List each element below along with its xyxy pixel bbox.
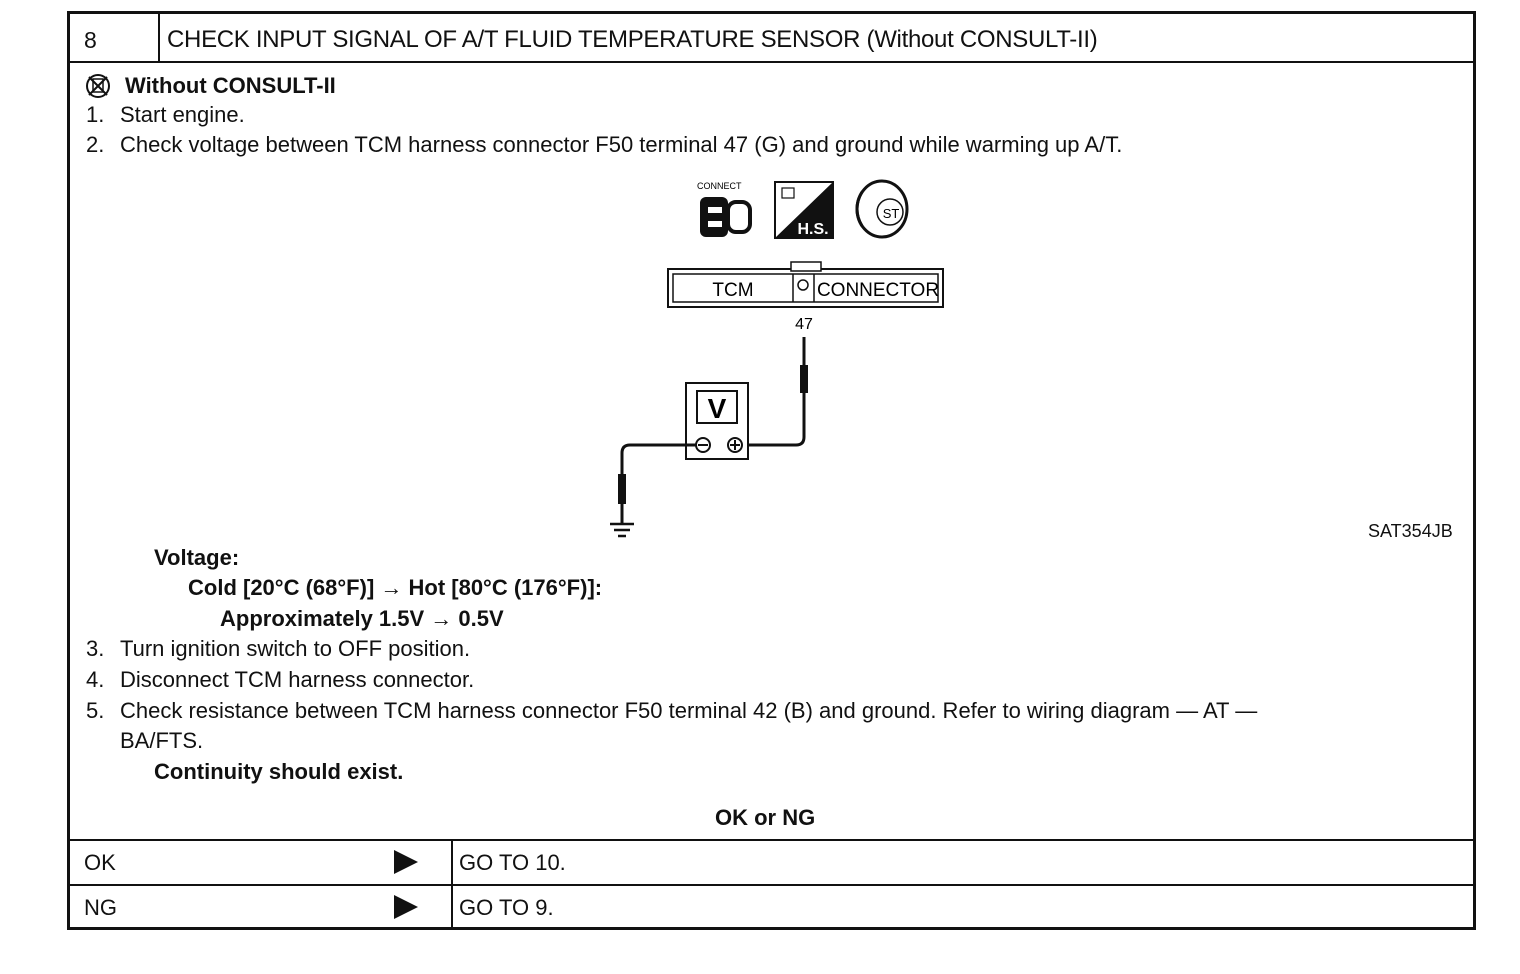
- step-1-text: Start engine.: [120, 102, 245, 127]
- header-divider: [158, 14, 160, 61]
- decision-action-ok: GO TO 10.: [459, 850, 566, 875]
- decision-arrow-ng: [394, 895, 418, 919]
- step-number: 8: [84, 27, 97, 53]
- ignition-key-label: ST: [883, 206, 900, 221]
- step-3-number: 3.: [86, 636, 105, 661]
- step-2-text: Check voltage between TCM harness connec…: [120, 132, 1123, 157]
- spec-condition: Cold [20°C (68°F)] → Hot [80°C (176°F)]:: [188, 575, 603, 600]
- terminal-label: 47: [795, 316, 813, 333]
- step-1-number: 1.: [86, 102, 105, 127]
- step-4-number: 4.: [86, 667, 105, 692]
- positive-probe: [748, 337, 808, 447]
- step-5-continuation: BA/FTS.: [120, 726, 203, 756]
- decision-rule-top: [70, 839, 1473, 841]
- step-4-text: Disconnect TCM harness connector.: [120, 667, 475, 692]
- decision-rule-mid: [70, 884, 1473, 886]
- hs-icon-label: H.S.: [797, 221, 828, 238]
- result-note: Continuity should exist.: [154, 759, 404, 784]
- tcm-connector: TCM CONNECTOR: [667, 261, 944, 308]
- step-2-number: 2.: [86, 132, 105, 157]
- connector-right-label: CONNECTOR: [817, 280, 939, 301]
- decision-action-ng: GO TO 9.: [459, 895, 554, 920]
- mode-label: Without CONSULT-II: [125, 73, 336, 98]
- step-5-cont-text: BA/FTS.: [120, 728, 204, 753]
- ignition-key-icon: ST: [855, 179, 909, 239]
- connector-left-label: TCM: [712, 280, 753, 301]
- step-5-text: Check resistance between TCM harness con…: [120, 698, 1258, 723]
- step-3-text: Turn ignition switch to OFF position.: [120, 636, 471, 661]
- procedure-table: 8 CHECK INPUT SIGNAL OF A/T FLUID TEMPER…: [67, 11, 1476, 930]
- ground-icon: [610, 522, 634, 538]
- decision-arrow-ok: [394, 850, 418, 874]
- wiring-diagram: CONNECT H.S. ST TCM: [610, 179, 944, 538]
- connect-icon: CONNECT: [697, 181, 752, 237]
- decision-result-ok: OK: [84, 850, 116, 875]
- hs-icon: H.S.: [774, 181, 834, 239]
- voltmeter: V: [685, 382, 749, 460]
- figure-id: SAT354JB: [1368, 521, 1453, 541]
- spec-value: Approximately 1.5V → 0.5V: [220, 606, 504, 631]
- no-consult-icon: [86, 74, 110, 98]
- decision-divider: [451, 839, 453, 927]
- connect-icon-label: CONNECT: [697, 181, 742, 191]
- header-rule: [70, 61, 1473, 63]
- decision-result-ng: NG: [84, 895, 117, 920]
- spec-label: Voltage:: [154, 545, 240, 570]
- step-title: CHECK INPUT SIGNAL OF A/T FLUID TEMPERAT…: [167, 26, 1098, 53]
- negative-probe: [618, 443, 696, 524]
- decision-question: OK or NG: [715, 805, 816, 830]
- voltmeter-label: V: [708, 393, 727, 424]
- step-5-number: 5.: [86, 698, 105, 723]
